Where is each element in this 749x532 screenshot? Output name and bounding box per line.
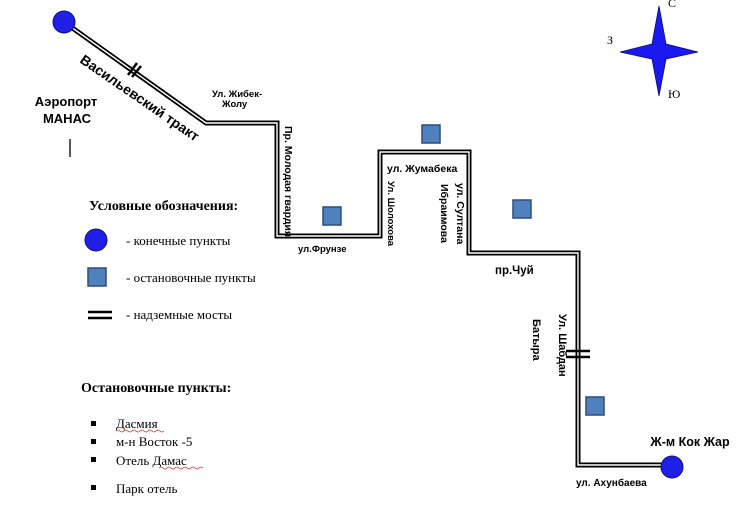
compass-star-icon	[619, 5, 699, 97]
bullet-icon	[91, 421, 96, 426]
legend-overpass-label: - надземные мосты	[126, 307, 232, 322]
compass-north: С	[668, 0, 676, 10]
stop-point-marker	[585, 396, 605, 416]
legend-title: Условные обозначения:	[89, 199, 238, 214]
airport-label-line2: МАНАС	[43, 111, 92, 126]
legend-terminal-icon	[84, 228, 108, 252]
airport-label-line1: Аэропорт	[35, 94, 98, 109]
terminal-point-airport	[52, 10, 76, 34]
street-label-sholokhov: Ул. Шолохова	[385, 181, 396, 247]
street-label-zhibek-zholu-1: Ул. Жибек-	[212, 89, 262, 100]
street-label-chuy: пр.Чуй	[495, 265, 534, 277]
legend-stop-label: - остановочные пункты	[126, 270, 256, 285]
route-line	[62, 19, 675, 468]
compass-west: З	[607, 33, 613, 47]
legend-overpass-icon	[88, 310, 112, 320]
stops-list-title: Остановочные пункты:	[81, 381, 231, 396]
street-label-frunze: ул.Фрунзе	[298, 244, 347, 255]
stops-list-item: Дасмия	[116, 416, 158, 431]
street-label-sultan-2: Ибраимова	[438, 184, 450, 243]
street-label-zhibek-zholu-2: Жолу	[221, 99, 248, 110]
stops-list-item: Парк отель	[116, 481, 177, 496]
legend-terminal-label: - конечные пункты	[126, 233, 231, 248]
legend: Условные обозначения: - конечные пункты …	[84, 199, 256, 322]
bullet-icon	[91, 439, 96, 444]
street-label-molodaya-gvardiya: Пр. Молодая гвардия	[282, 126, 294, 237]
street-label-akhunbaev: ул. Ахунбаева	[576, 477, 647, 489]
bullet-icon	[91, 457, 96, 462]
route-overpass-vasilyevsky	[127, 62, 142, 78]
kok-zhar-label: Ж-м Кок Жар	[649, 435, 730, 449]
legend-stop-icon	[87, 267, 107, 287]
terminal-point-kok-zhar	[660, 455, 684, 479]
stop-point-marker	[322, 206, 342, 226]
street-label-sultan-1: ул. Султана	[454, 183, 466, 244]
street-label-shabdan-2: Батыра	[530, 319, 542, 362]
compass-rose: С З Ю	[607, 0, 699, 101]
bullet-icon	[91, 485, 96, 490]
compass-south: Ю	[668, 87, 680, 101]
street-label-zhumabek: ул. Жумабека	[387, 163, 457, 175]
route-inner	[63, 21, 675, 466]
stop-point-marker	[421, 124, 441, 144]
stops-list: Остановочные пункты: Дасмия м-н Восток -…	[81, 381, 231, 496]
route-overpass-shabdan	[566, 349, 590, 359]
stops-list-item: Отель Дамас	[116, 453, 187, 468]
stop-point-marker	[512, 199, 532, 219]
street-label-shabdan-1: Ул. Шабдан	[556, 314, 568, 377]
stops-list-item: м-н Восток -5	[116, 434, 192, 449]
